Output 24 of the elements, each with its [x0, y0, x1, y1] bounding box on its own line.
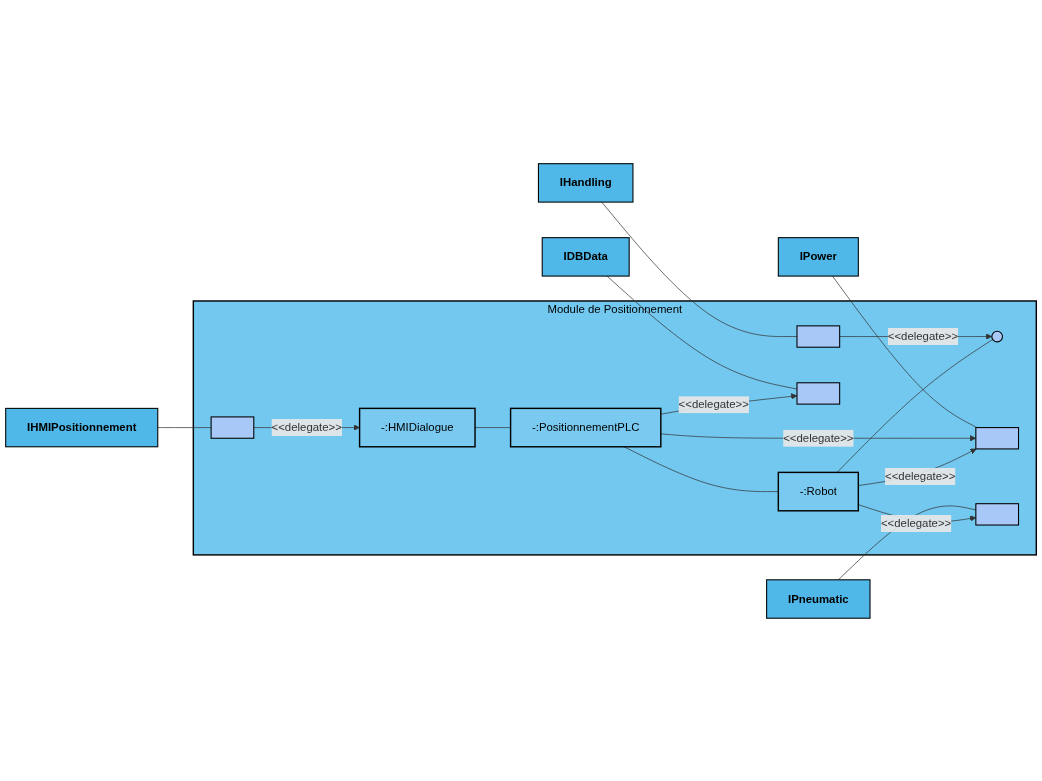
edge-label: <<delegate>>	[783, 431, 854, 444]
node-box	[796, 324, 841, 348]
node-box	[796, 381, 841, 405]
node-box: IPneumatic	[766, 578, 871, 619]
node-box: IDBData	[541, 236, 630, 277]
connector	[832, 275, 978, 428]
connector	[623, 446, 779, 492]
edge-label: <<delegate>>	[880, 516, 952, 529]
node-box: -:Robot	[777, 471, 860, 512]
node-box	[975, 426, 1020, 449]
node-box: -:PositionnementPLC	[509, 407, 662, 448]
node-box: IHandling	[537, 162, 634, 203]
edge-label: <<delegate>>	[678, 397, 749, 411]
node-box: IPower	[777, 236, 859, 277]
edge-label: <<delegate>>	[271, 420, 342, 433]
edge-label: <<delegate>>	[887, 329, 959, 342]
node-circle	[991, 330, 1004, 342]
node-box	[975, 502, 1020, 526]
node-box: IHMIPositionnement	[5, 407, 159, 447]
node-box: -:HMIDialogue	[358, 407, 476, 448]
connector	[836, 338, 994, 473]
edge-label: <<delegate>>	[885, 469, 956, 482]
node-box	[210, 415, 255, 439]
connector	[157, 426, 212, 428]
